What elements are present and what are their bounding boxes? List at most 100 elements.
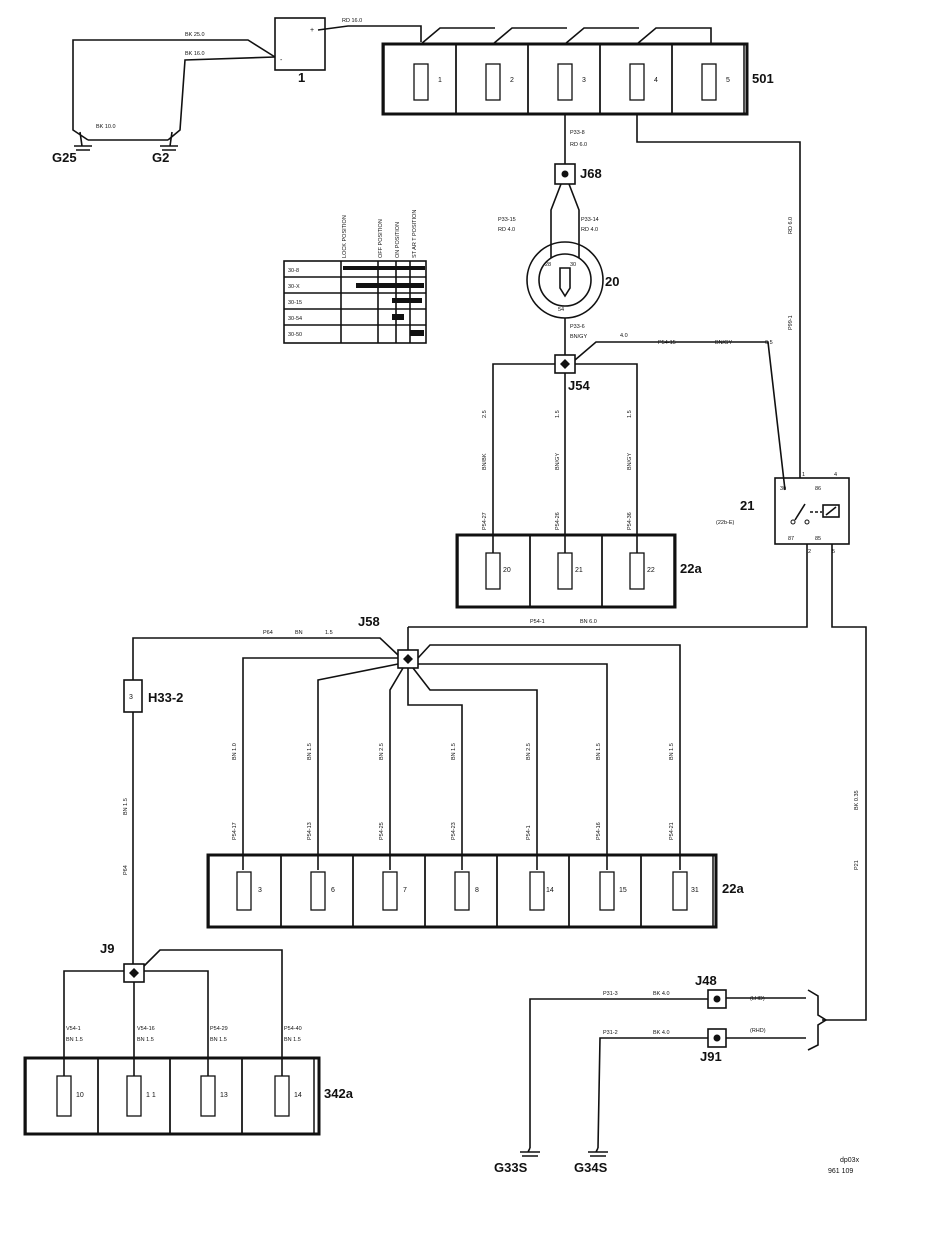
junction-j58	[397, 649, 419, 669]
fuse-22a-8: 8	[475, 887, 479, 894]
fuse-342a-14: 14	[294, 1092, 302, 1099]
wire-label-p31-3: P31-3	[603, 991, 618, 997]
wire-label-b14p: P54-1	[526, 825, 532, 840]
wire-rd16	[317, 25, 422, 42]
relay-note: (22b-E)	[716, 520, 735, 526]
relay-pin-85: 85	[815, 536, 821, 542]
wire-label-b8p: P54-23	[451, 822, 457, 840]
wire-label-v22b-p36: P54-36	[627, 512, 633, 530]
wire-label-b6p: P54-13	[307, 822, 313, 840]
table-row-30-15: 30-15	[288, 300, 302, 306]
wire-label-j9-2: V54-16	[137, 1026, 155, 1032]
fuse-501-5: 5	[726, 77, 730, 84]
wire-label-p54-1: P54-1	[530, 619, 545, 625]
fuse-501-3: 3	[582, 77, 586, 84]
wire-label-v22b-15: 1.5	[627, 410, 633, 418]
wire-label-v21-15: 1.5	[555, 410, 561, 418]
relay-21: 30 86 87 85 1 4 2 5	[774, 472, 850, 555]
wire-label-j9-3: P54-29	[210, 1026, 228, 1032]
table-header-lock: LOCK POSITION	[342, 215, 348, 258]
junction-j9-label: J9	[100, 941, 114, 956]
wire-label-v21-p26: P54-26	[555, 512, 561, 530]
fuse-22a-14: 14	[546, 887, 554, 894]
wire-label-bn60: BN 6.0	[580, 619, 597, 625]
wire-label-relay-bk: BK 0.35	[854, 790, 860, 810]
wire-label-v22-bnbk: BN/BK	[482, 453, 488, 470]
wire-label-p99-1: P99-1	[788, 315, 794, 330]
junction-j68-label: J68	[580, 166, 602, 181]
relay-num-1: 1	[802, 472, 805, 478]
wire-label-bk10: BK 10.0	[96, 124, 116, 130]
wire-label-b31: BN 1.5	[669, 743, 675, 760]
wire-label-bn: BN	[295, 630, 303, 636]
junction-j48	[707, 989, 727, 1009]
wire-label-rd60: RD 6.0	[570, 142, 587, 148]
wire-relay-j58	[408, 544, 808, 628]
table-header-on: ON POSITION	[395, 222, 401, 258]
wire-label-p21: P21	[854, 860, 860, 870]
wire-label-p31-2b: BK 4.0	[653, 1030, 670, 1036]
wire-501-relay	[636, 114, 801, 478]
wire-j54-relay	[574, 341, 786, 491]
wire-label-j9-1: V54-1	[66, 1026, 81, 1032]
brace-icon	[807, 989, 828, 1051]
relay-pin-87: 87	[788, 536, 794, 542]
fuse-22a-21: 21	[575, 567, 583, 574]
wire-label-bngy: BN/GY	[570, 334, 587, 340]
wire-relay-ground	[822, 544, 867, 1021]
battery-plus: +	[310, 27, 314, 34]
table-row-30-54: 30-54	[288, 316, 302, 322]
wire-label-b7p: P54-25	[379, 822, 385, 840]
fusebox-22a-bottom-label: 22a	[722, 881, 744, 896]
wire-label-relay-rd: RD 6.0	[788, 217, 794, 234]
relay-pin-86: 86	[815, 486, 821, 492]
ground-g33s-icon	[520, 1147, 540, 1157]
wire-label-rd16: RD 16.0	[342, 18, 362, 24]
fusebox-501: 1 2 3 4 5 501	[381, 42, 774, 116]
fuse-342a-11: 1 1	[146, 1092, 156, 1099]
switch-pin-54: 54	[558, 307, 564, 313]
wire-label-v22b-bngy: BN/GY	[627, 453, 633, 470]
wire-label-j9-1b: BN 1.5	[66, 1037, 83, 1043]
wire-label-j9-2b: BN 1.5	[137, 1037, 154, 1043]
wire-label-b7: BN 2.5	[379, 743, 385, 760]
wire-label-p33-8: P33-8	[570, 130, 585, 136]
wire-label-bngy-40: 4.0	[620, 333, 628, 339]
relay-num-4: 4	[834, 472, 837, 478]
wire-label-b31p: P54-21	[669, 822, 675, 840]
relay-label: 21	[740, 498, 754, 513]
fuse-22a-22: 22	[647, 567, 655, 574]
fuse-22a-3: 3	[258, 887, 262, 894]
wire-label-v22-25: 2.5	[482, 410, 488, 418]
wire-label-p33-14: P33-14	[581, 217, 599, 223]
fusebox-22a-top-label: 22a	[680, 561, 702, 576]
wire-label-v21-bngy: BN/GY	[555, 453, 561, 470]
junction-j54	[554, 354, 576, 374]
table-row-30-50: 30-50	[288, 332, 302, 338]
ground-g34s-label: G34S	[574, 1160, 608, 1175]
wire-label-b3p: P54-17	[232, 822, 238, 840]
switch-position-table: 30-8 30-X 30-15 30-54 30-50 LOCK POSITIO…	[283, 210, 427, 344]
battery: + - 1	[274, 17, 326, 85]
wire-j68-switch	[550, 183, 580, 258]
wire-label-j9-4b: BN 1.5	[284, 1037, 301, 1043]
wire-label-b8: BN 1.5	[451, 743, 457, 760]
junction-j58-label: J58	[358, 614, 380, 629]
wire-label-bn15: 1.5	[325, 630, 333, 636]
connector-h33-label: H33-2	[148, 690, 183, 705]
label-lhd: (LHD)	[750, 996, 765, 1002]
wire-label-p31-2: P31-2	[603, 1030, 618, 1036]
battery-label: 1	[298, 70, 305, 85]
wire-label-b15: BN 1.5	[596, 743, 602, 760]
ignition-switch-label: 20	[605, 274, 619, 289]
fusebox-22a-top: 20 21 22 22a	[455, 533, 702, 609]
table-row-30-8: 30-8	[288, 268, 299, 274]
wire-label-p33-6: P33-6	[570, 324, 585, 330]
diagram-ref-2: 961 109	[828, 1168, 853, 1175]
wire-label-b14: BN 2.5	[526, 743, 532, 760]
junction-j48-label: J48	[695, 973, 717, 988]
wire-label-p54-15: P54-15	[658, 340, 676, 346]
diagram-ref-1: dp03x	[840, 1157, 860, 1164]
ground-g33s-label: G33S	[494, 1160, 528, 1175]
